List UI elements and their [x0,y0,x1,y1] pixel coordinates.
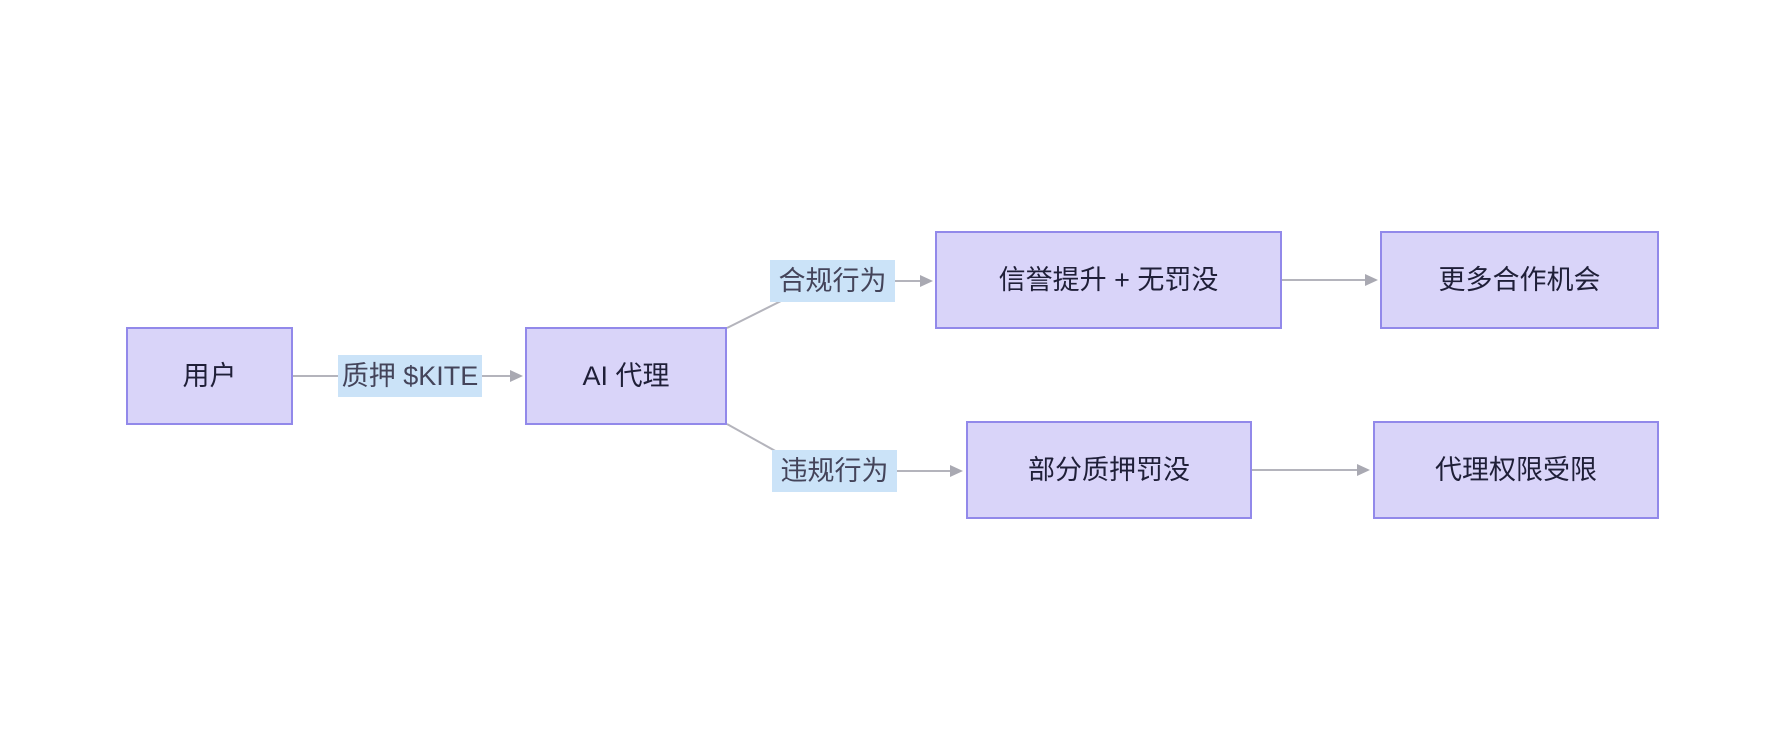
edge-reward-opportunity-arrowhead-icon [1365,274,1378,286]
edge-label-stake: 质押 $KITE [338,355,482,397]
edge-user-agent-arrowhead-icon [510,370,523,382]
edge-label-violate: 违规行为 [772,450,897,492]
edge-label-comply: 合规行为 [770,260,895,302]
node-reputation-reward: 信誉提升 + 无罚没 [935,231,1282,329]
node-permissions-restricted: 代理权限受限 [1373,421,1659,519]
node-stake-slashed: 部分质押罚没 [966,421,1252,519]
node-ai-agent: AI 代理 [525,327,727,425]
edge-violate-slash-arrowhead-icon [950,465,963,477]
node-more-opportunities: 更多合作机会 [1380,231,1659,329]
node-user: 用户 [126,327,293,425]
edge-comply-reward-arrowhead-icon [920,275,933,287]
edge-slash-restricted-arrowhead-icon [1357,464,1370,476]
